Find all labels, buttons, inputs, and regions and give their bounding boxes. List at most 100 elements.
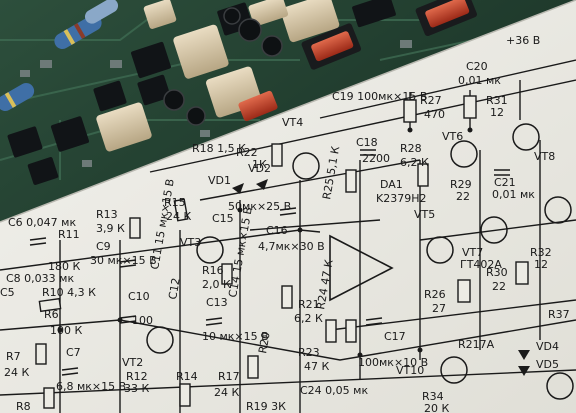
schematic-resistors	[35, 95, 529, 409]
label-vd4: VD4	[536, 340, 559, 353]
label-r6: R6	[44, 308, 59, 321]
schematic-capacitors	[29, 149, 510, 376]
red-capacitors	[238, 0, 477, 122]
label-c16-value: 4,7мк×30 В	[258, 240, 325, 253]
label-supply: +36 В	[506, 34, 540, 47]
schematic-labels: +36 В C20 0,01 мк C19 100мк×15 В R27 470…	[0, 34, 570, 413]
label-c6: C6 0,047 мк	[8, 216, 76, 229]
label-da1-part: K2379H2	[376, 192, 426, 205]
label-vt7-part: ГТ402А	[460, 258, 502, 271]
label-r7-value: 24 К	[4, 366, 29, 379]
label-c21-value: 0,01 мк	[492, 188, 535, 201]
label-r27-value: 470	[424, 108, 445, 121]
label-c18: C18	[356, 136, 378, 149]
label-r7: R7	[6, 350, 21, 363]
label-r29: R29	[450, 178, 472, 191]
label-r16-value: 2,0 К	[202, 278, 231, 291]
label-r11: R11	[58, 228, 80, 241]
label-c20: C20	[466, 60, 488, 73]
label-r28: R28	[400, 142, 422, 155]
label-c15: C15	[212, 212, 234, 225]
label-c7: C7	[66, 346, 81, 359]
label-r18: R18 1,5 К	[192, 142, 246, 155]
label-r30: R30	[486, 266, 508, 279]
label-r27: R27	[420, 94, 442, 107]
label-r14: R14	[176, 370, 198, 383]
label-c13: C13	[206, 296, 228, 309]
label-c9-value: 30 мк×15 В	[90, 254, 157, 267]
junction-dots	[57, 127, 473, 358]
label-c13-value: 10 мк×15 В	[202, 330, 269, 343]
label-vd5: VD5	[536, 358, 559, 371]
label-c8: C8 0,033 мк	[6, 272, 74, 285]
op-amp-symbol	[329, 234, 394, 302]
label-r12-value: 33 К	[124, 382, 149, 395]
label-r23-value: 47 К	[304, 360, 329, 373]
label-r30-value: 22	[492, 280, 506, 293]
label-c17: C17	[384, 330, 406, 343]
label-r29-value: 22	[456, 190, 470, 203]
label-r16: R16	[202, 264, 224, 277]
label-r8: R8	[16, 400, 31, 413]
label-c10: C10	[128, 290, 150, 303]
label-c21: C21	[494, 176, 516, 189]
schematic-diodes	[232, 179, 530, 376]
label-vd2: VD2	[248, 162, 271, 175]
label-r21-value: 6,2 К	[294, 312, 323, 325]
label-vt6: VT6	[442, 130, 463, 143]
label-c15-value: 50мк×25 В	[228, 200, 291, 213]
schematic-transistors	[146, 123, 574, 400]
label-c12: C12	[166, 277, 183, 301]
label-vt10: VT10	[396, 364, 424, 377]
label-r15-value: 24 К	[166, 210, 191, 223]
label-vt2: VT2	[122, 356, 143, 369]
label-vt5: VT5	[414, 208, 435, 221]
label-r28-value: 6,2 К	[400, 156, 429, 169]
label-vd1: VD1	[208, 174, 231, 187]
label-c16: C16	[266, 224, 288, 237]
label-c20-value: 0,01 мк	[458, 74, 501, 87]
label-r32-value: 12	[534, 258, 548, 271]
label-r6-value: 100 К	[50, 324, 82, 337]
label-c17-value: 100мк×10 В	[358, 356, 428, 369]
label-r13: R13	[96, 208, 118, 221]
label-r31: R31	[486, 94, 508, 107]
label-r23: R23	[298, 346, 320, 359]
label-r17-value: 24 К	[214, 386, 239, 399]
label-r10: R10 4,3 К	[42, 286, 96, 299]
label-r31-value: 12	[490, 106, 504, 119]
label-vt3: VT3	[180, 236, 201, 249]
label-c9: C9	[96, 240, 111, 253]
smd-parts	[20, 40, 412, 167]
label-vt8: VT8	[534, 150, 555, 163]
label-r17: R17	[218, 370, 240, 383]
schematic-wires	[0, 59, 576, 413]
label-r34: R34	[422, 390, 444, 403]
label-c7-value: 6,8 мк×15 В	[56, 380, 126, 393]
round-capacitors	[163, 7, 283, 126]
relay-components	[96, 0, 340, 152]
blue-resistors	[0, 0, 119, 111]
label-c19: C19 100мк×15 В	[332, 90, 427, 103]
label-r21: R21	[298, 298, 320, 311]
label-r32: R32	[530, 246, 552, 259]
label-r34-value: 20 К	[424, 402, 449, 413]
label-r12: R12	[126, 370, 148, 383]
label-r22: R22	[236, 146, 258, 159]
label-da1: DA1	[380, 178, 403, 191]
label-r13-value: 3,9 К	[96, 222, 125, 235]
label-c24: C24 0,05 мк	[300, 384, 368, 397]
label-r15: R15	[164, 196, 186, 209]
label-c10-value: 100	[132, 314, 153, 327]
label-r217a: R217А	[458, 338, 495, 351]
label-r22-value: 1К	[252, 158, 267, 171]
label-r19: R19 3К	[246, 400, 286, 413]
label-r20: R20	[256, 331, 273, 355]
label-vt4: VT4	[282, 116, 303, 129]
label-c5: C5	[0, 286, 15, 299]
label-r11-value: 180 К	[48, 260, 80, 273]
label-c18-value: 2200	[362, 152, 390, 165]
label-r26: R26	[424, 288, 446, 301]
